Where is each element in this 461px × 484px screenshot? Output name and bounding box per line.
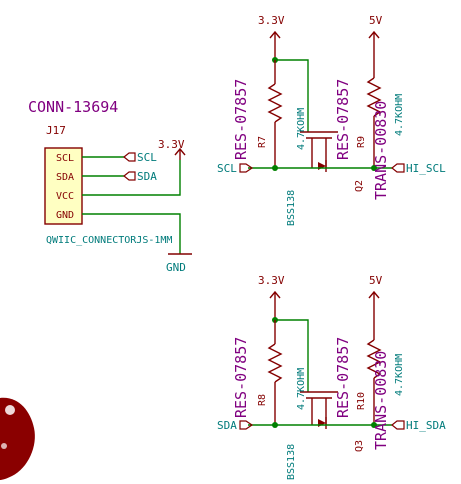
junction-low-ch1 [272,165,278,171]
ref-r8: R8 [257,394,268,406]
resistor-r10 [366,339,382,379]
wire-gate-ch1 [275,59,309,132]
power-symbol-3v3-ch2 [269,290,281,320]
vcc-label: 3.3V [158,138,185,151]
connector-title: CONN-13694 [28,98,118,116]
power-symbol-3v3-ch1 [269,30,281,60]
resistor-r8 [267,343,283,383]
gnd-label: GND [166,261,186,274]
resistor-r9 [366,77,382,117]
value-q2: BSS138 [286,190,297,226]
net-label-sda: SDA [137,170,157,183]
resistor-r7 [267,83,283,123]
value-r10: 4.7KOHM [394,354,405,396]
logo-fragment [0,397,35,480]
value-q3: BSS138 [286,444,297,480]
net-flag-scl [123,152,136,162]
power-symbol-5v-ch2 [368,290,380,340]
net-label-high-ch2: HI_SDA [406,419,446,432]
connector-footprint: QWIIC_CONNECTORJS-1MM [46,235,172,246]
value-r8: 4.7KOHM [296,368,307,410]
connector-body [44,147,83,225]
ref-r10: R10 [356,392,367,410]
net-label-low-ch2: SDA [217,419,237,432]
level-shifter-channel-1: 3.3V 5V [217,14,446,226]
level-shifter-channel-2: 3.3V 5V SDA [217,274,446,480]
part-r9: RES-07857 [334,79,352,160]
part-q2: TRANS-00830 [372,101,390,200]
wire-gate-ch2 [275,319,309,392]
junction-low-ch2 [272,422,278,428]
value-r7: 4.7KOHM [296,108,307,150]
junction-high-ch1 [371,165,377,171]
rail-label-3v3-ch1: 3.3V [258,14,285,27]
net-flag-sda [123,171,136,181]
net-label-scl: SCL [137,151,157,164]
part-r10: RES-07857 [334,337,352,418]
net-label-high-ch1: HI_SCL [406,162,446,175]
ref-r7: R7 [257,136,268,148]
connector-ref: J17 [46,124,66,137]
value-r9: 4.7KOHM [394,94,405,136]
pin-label-vcc: VCC [56,191,74,202]
pin-label-gnd: GND [56,210,74,221]
net-flag-low-ch1 [239,163,254,173]
power-symbol-5v-ch1 [368,30,380,78]
part-r8: RES-07857 [232,337,250,418]
ref-r9: R9 [356,136,367,148]
net-label-low-ch1: SCL [217,162,237,175]
net-flag-low-ch2 [239,420,254,430]
net-flag-high-ch2 [391,420,405,430]
junction-high-ch2 [371,422,377,428]
wire-j17-vcc [82,160,181,196]
part-q3: TRANS-00830 [372,351,390,450]
rail-label-5v-ch1: 5V [369,14,383,27]
net-flag-high-ch1 [391,163,405,173]
rail-label-5v-ch2: 5V [369,274,383,287]
pin-label-sda: SDA [56,172,74,183]
part-r7: RES-07857 [232,79,250,160]
ref-q2: Q2 [354,180,365,192]
ref-q3: Q3 [354,440,365,452]
wire-j17-gnd [82,213,181,254]
connector-j17: CONN-13694 J17 SCL SDA VCC GND QWIIC_CON… [28,98,192,274]
power-symbol-vcc [174,147,186,160]
pin-label-scl: SCL [56,153,74,164]
rail-label-3v3-ch2: 3.3V [258,274,285,287]
